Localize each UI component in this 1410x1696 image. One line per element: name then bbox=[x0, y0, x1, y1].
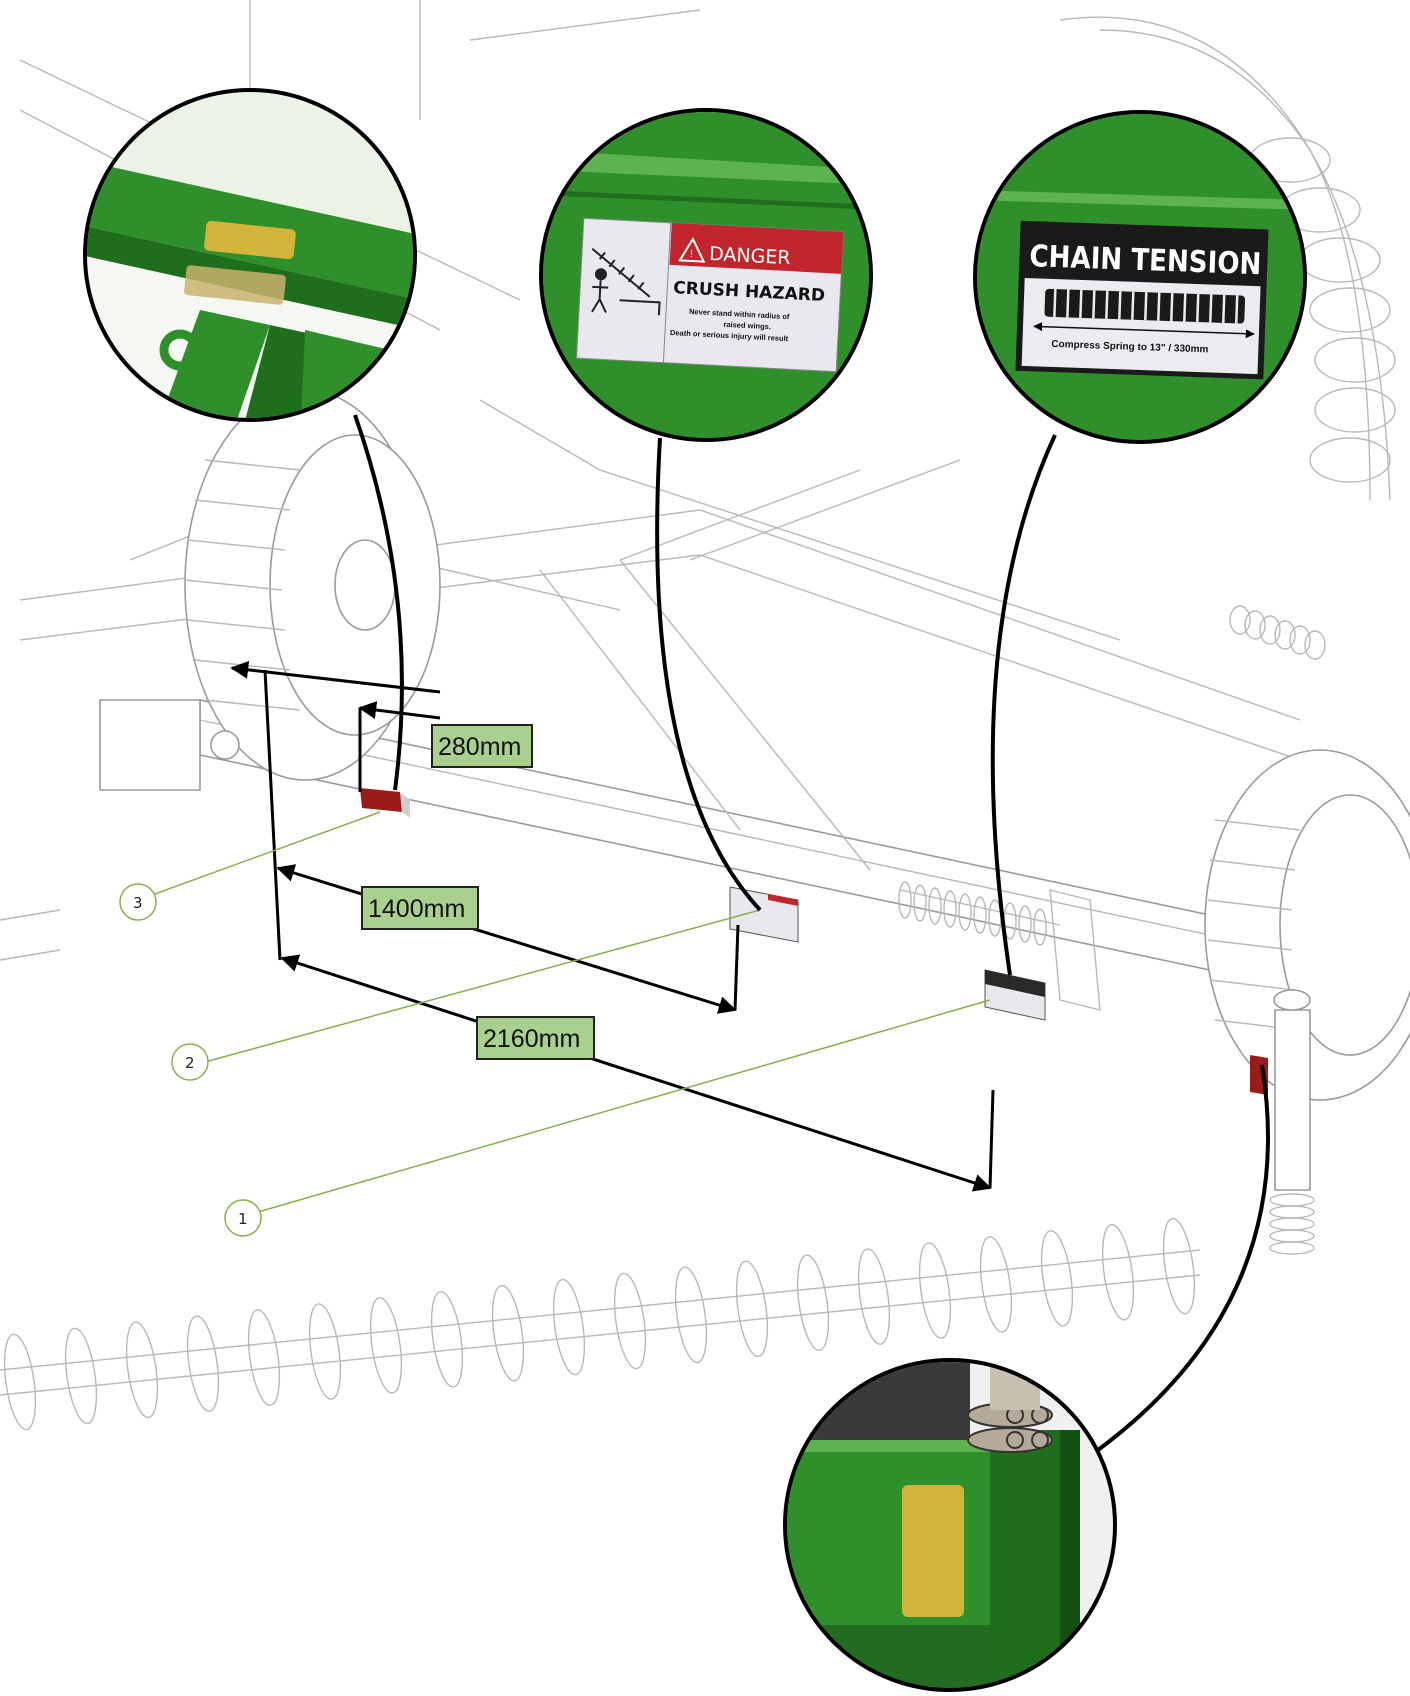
callout-2: 2 bbox=[171, 1043, 209, 1081]
auger-flight bbox=[1101, 1223, 1135, 1321]
detail-amber-reflector-frame bbox=[83, 88, 417, 422]
callout-1: 1 bbox=[224, 1199, 262, 1237]
auger-flight bbox=[796, 1254, 830, 1351]
auger-flight bbox=[674, 1266, 708, 1364]
auger-flight bbox=[430, 1291, 464, 1388]
svg-text:raised wings.: raised wings. bbox=[723, 320, 771, 331]
auger-flight bbox=[186, 1315, 220, 1412]
dimension-2160mm: 2160mm bbox=[476, 1016, 595, 1060]
auger-flight bbox=[735, 1260, 769, 1358]
crush-hazard-pictogram-icon bbox=[591, 248, 661, 316]
detail-danger-decal: ! DANGER CRUSH HAZARD Never stand within… bbox=[539, 108, 873, 442]
chain-tension-decal-on-beam bbox=[984, 969, 1046, 1021]
detail-chain-tension-decal: CHAIN TENSION Compress Spring to 13" / bbox=[973, 110, 1307, 444]
auger-flight bbox=[918, 1242, 952, 1339]
auger-flight bbox=[64, 1327, 98, 1425]
svg-text:!: ! bbox=[690, 249, 693, 260]
dimension-280mm: 280mm bbox=[431, 724, 533, 768]
detail-amber-reflector-post bbox=[783, 1358, 1117, 1692]
svg-text:280mm: 280mm bbox=[438, 733, 521, 761]
auger-flight bbox=[857, 1248, 891, 1345]
auger-flight bbox=[491, 1284, 525, 1382]
svg-text:1400mm: 1400mm bbox=[368, 895, 465, 923]
auger-flight bbox=[308, 1303, 342, 1400]
svg-text:3: 3 bbox=[133, 894, 143, 912]
svg-text:2: 2 bbox=[185, 1054, 195, 1072]
auger-flight bbox=[247, 1309, 281, 1406]
auger-flight bbox=[369, 1297, 403, 1394]
callout-3: 3 bbox=[119, 883, 157, 921]
auger-flight bbox=[552, 1278, 586, 1376]
svg-text:Compress Spring to 13" / 330mm: Compress Spring to 13" / 330mm bbox=[1051, 339, 1208, 355]
auger-flight bbox=[1162, 1217, 1196, 1315]
auger-flight bbox=[1040, 1230, 1074, 1327]
auger-flight bbox=[979, 1236, 1013, 1333]
svg-text:CHAIN TENSION: CHAIN TENSION bbox=[1029, 239, 1262, 282]
danger-decal-on-beam bbox=[729, 886, 799, 943]
svg-text:1: 1 bbox=[238, 1210, 248, 1228]
auger-flight bbox=[3, 1333, 37, 1431]
svg-text:DANGER: DANGER bbox=[709, 243, 791, 269]
auger-flight bbox=[125, 1321, 159, 1419]
dimension-1400mm: 1400mm bbox=[361, 886, 479, 930]
auger-flight bbox=[613, 1272, 647, 1370]
svg-text:2160mm: 2160mm bbox=[483, 1025, 580, 1053]
red-reflector-left bbox=[360, 788, 402, 812]
